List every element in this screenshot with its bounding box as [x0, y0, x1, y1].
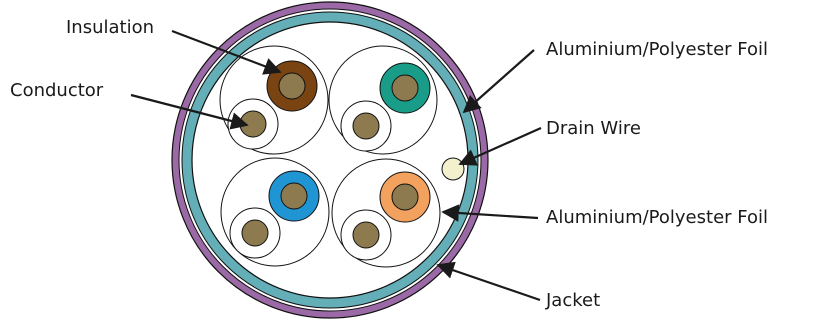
foil-outer-arrow — [462, 49, 535, 114]
callout-arrows — [130, 29, 542, 302]
drain-wire — [441, 157, 465, 181]
conductor-core — [352, 112, 380, 140]
twisted-pair-1 — [219, 45, 329, 155]
foil-outer-label: Aluminium/Polyester Foil — [546, 39, 768, 60]
conductor-arrow — [130, 93, 249, 130]
cable-interior — [191, 21, 469, 299]
conductor-core — [391, 74, 419, 102]
pair-foil-outline — [328, 45, 438, 155]
jacket-label: Jacket — [545, 290, 600, 311]
drain-wire-arrow — [458, 126, 542, 166]
twisted-pair-4 — [331, 158, 441, 268]
pair-foil-outline — [331, 158, 441, 268]
pair-foil-outline — [219, 45, 329, 155]
conductor-core — [352, 221, 380, 249]
insulation-arrow — [171, 29, 282, 75]
conductor-core — [391, 183, 419, 211]
twisted-pair-2 — [328, 45, 438, 155]
conductor-label: Conductor — [10, 80, 104, 101]
conductor-core — [278, 72, 306, 100]
pair-foil-outline — [220, 157, 330, 267]
insulation-label: Insulation — [66, 17, 154, 38]
jacket-arrow — [436, 261, 541, 302]
conductor-core — [241, 219, 269, 247]
foil-inner-label: Aluminium/Polyester Foil — [546, 207, 768, 228]
foil-inner-arrow — [441, 204, 539, 222]
drain-wire-label: Drain Wire — [546, 118, 641, 139]
conductor-core — [280, 182, 308, 210]
twisted-pair-3 — [220, 157, 330, 267]
